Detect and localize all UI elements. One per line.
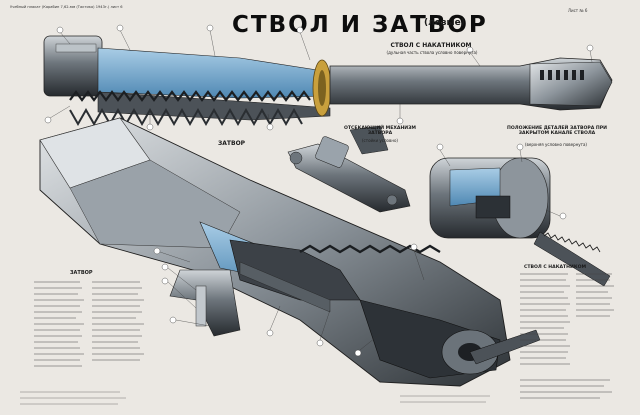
brass-ring-inner	[318, 70, 326, 106]
lever-pin	[195, 285, 207, 327]
legend-right-lines	[520, 273, 614, 399]
label-barrel-with-sleeve-note: (дульная часть ствола условно повернута)	[386, 50, 478, 55]
label-cutoff-note: (стойки условно)	[362, 138, 398, 143]
recoil-spring	[69, 90, 311, 102]
barrel-left-slot	[55, 43, 97, 53]
cutoff-mechanism	[287, 125, 411, 213]
label-position-note: (верхняя условно повернута)	[525, 142, 587, 147]
legend-left-lines	[34, 281, 144, 367]
breech-side-face	[69, 159, 241, 249]
callout-markers	[44, 24, 594, 357]
poster-title-suffix: (левые)	[424, 18, 465, 28]
breech-position-assembly	[429, 157, 611, 287]
guide-rail	[239, 261, 331, 313]
barrel-assembly	[43, 35, 613, 127]
leader-lines-lower	[159, 149, 561, 351]
cutoff-lever	[349, 125, 389, 155]
label-position: ПОЛОЖЕНИЕ ДЕТАЛЕЙ ЗАТВОРА ПРИ ЗАКРЫТОМ К…	[507, 126, 607, 136]
footer-lines	[20, 391, 490, 405]
cutoff-pin	[289, 151, 303, 165]
cutoff-block	[315, 136, 349, 168]
cutoff-pin-end	[386, 194, 398, 206]
breech-block	[39, 117, 511, 387]
label-breech: ЗАТВОР	[218, 140, 246, 147]
leader-lines-top	[49, 29, 593, 125]
muzzle-brake	[529, 61, 613, 107]
poster-header-left: Учебный плакат (Карабин 7,62-мм (Тактико…	[10, 5, 123, 9]
barrel-cut-section	[97, 47, 331, 99]
legend-right-title: СТВОЛ С НАКАТНИКОМ	[524, 265, 587, 270]
label-cutoff: ОТСЕКАЮЩИЙ МЕХАНИЗМ ЗАТВОРА	[344, 126, 416, 136]
legend-left-title: ЗАТВОР	[70, 270, 93, 276]
cutoff-rod	[287, 143, 411, 213]
toothed-rack	[533, 231, 611, 287]
bolt-spring	[299, 244, 441, 254]
drum-core	[475, 195, 511, 219]
muzzle-brake-slots	[540, 70, 584, 80]
label-barrel-with-sleeve: СТВОЛ С НАКАТНИКОМ	[390, 42, 472, 49]
poster-header-right: Лист № 6	[568, 8, 588, 13]
poster-title: СТВОЛ И ЗАТВОР	[232, 12, 488, 38]
rack-teeth	[543, 232, 601, 253]
